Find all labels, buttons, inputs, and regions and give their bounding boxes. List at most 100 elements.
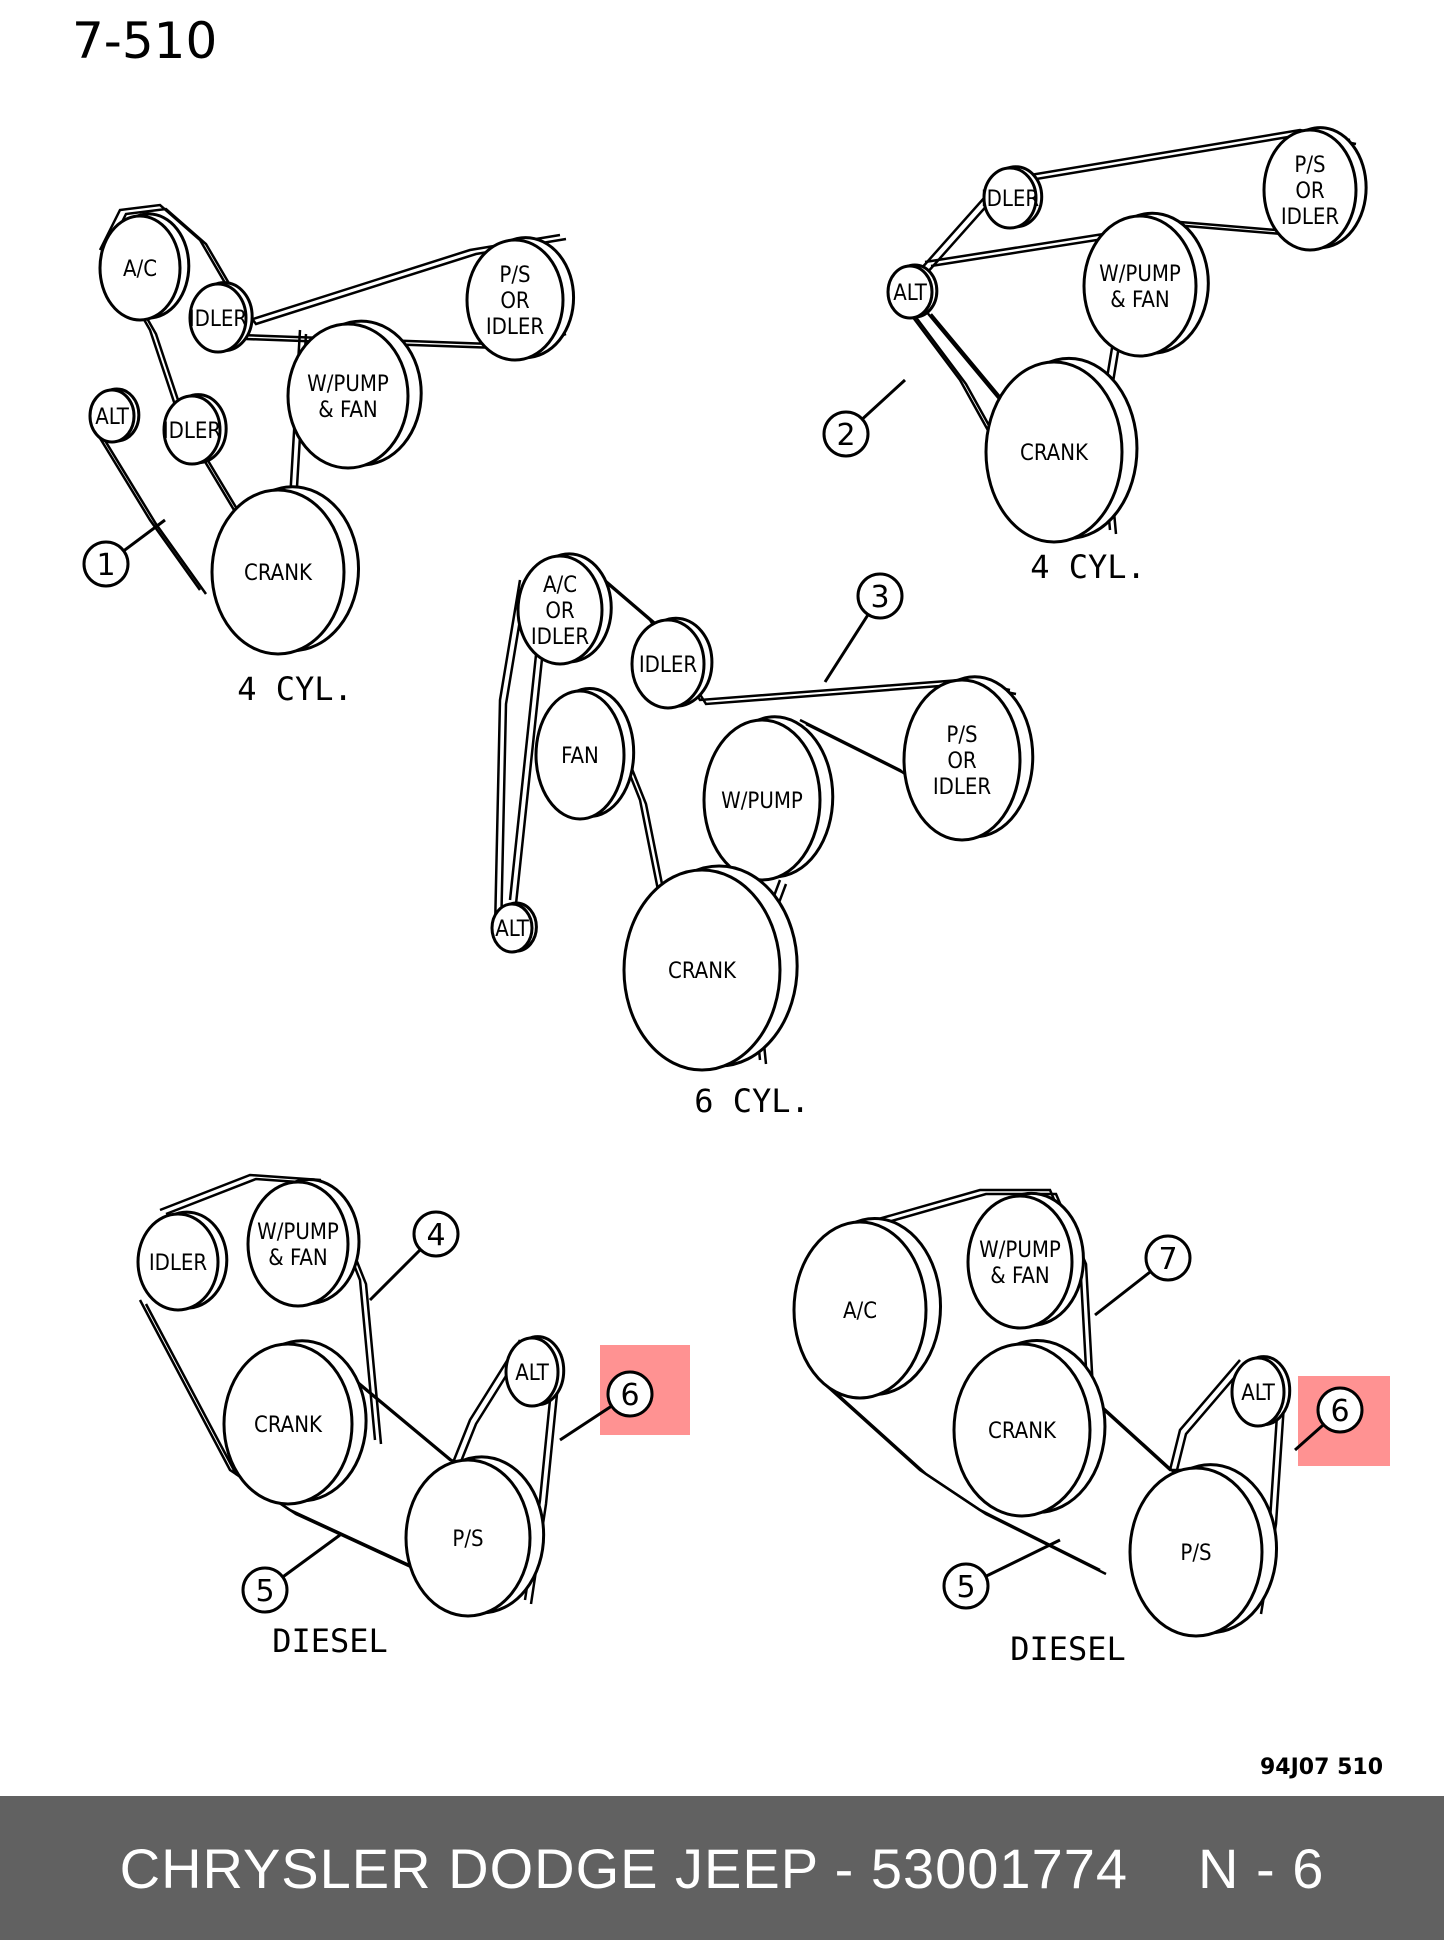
pulley-face <box>1230 1356 1286 1428</box>
belt-strand <box>845 1192 1098 1445</box>
pulley-face <box>88 388 136 444</box>
callout-circle <box>606 1370 654 1418</box>
footer-part-text: CHRYSLER DODGE JEEP - 53001774 <box>119 1836 1129 1900</box>
callout-number: 3 <box>870 580 889 615</box>
callout-circle <box>822 410 870 458</box>
pulley: CRANK <box>210 485 361 656</box>
pulley: W/PUMP& FAN <box>1082 211 1210 358</box>
pulley: A/C <box>792 1216 943 1400</box>
belt-strand <box>493 579 522 931</box>
pulley-label: ALT <box>1241 1381 1276 1406</box>
pulley-label: P/S <box>452 1527 483 1552</box>
belt-strand <box>1174 1363 1247 1475</box>
pulley-face <box>136 1212 220 1312</box>
pulley-label: IDLER <box>163 419 222 444</box>
pulley-label: IDLER <box>149 1251 208 1276</box>
diagram-caption: DIESEL <box>1010 1630 1126 1668</box>
pulley: W/PUMP& FAN <box>966 1191 1085 1330</box>
pulley-label: CRANK <box>988 1419 1057 1444</box>
callout-circle <box>1316 1386 1364 1434</box>
diagram-caption: 4 CYL. <box>1030 548 1146 586</box>
pulley-label: & FAN <box>1110 288 1169 313</box>
pulley-label: A/C <box>543 573 577 598</box>
pulley-label: CRANK <box>254 1413 323 1438</box>
diagram-caption: 4 CYL. <box>237 670 353 708</box>
pulley-label: P/S <box>499 263 530 288</box>
pulley-face <box>1082 214 1198 358</box>
belt-strand <box>448 1339 522 1471</box>
pulley-face <box>702 718 822 882</box>
pulley: IDLER <box>188 281 254 354</box>
pulley-face <box>622 868 782 1072</box>
pulley-label: CRANK <box>1020 441 1089 466</box>
pulley-label: W/PUMP <box>1099 262 1181 287</box>
pulley-label: IDLER <box>933 775 992 800</box>
pulley-face <box>886 264 934 320</box>
pulley-label: OR <box>500 289 530 314</box>
belt-strand <box>98 203 561 322</box>
pulley-label: P/S <box>1294 153 1325 178</box>
pulley-label: W/PUMP <box>979 1238 1061 1263</box>
belt-strand <box>825 1383 1107 1576</box>
pulley-face <box>1128 1466 1264 1638</box>
pulley-label: FAN <box>561 744 599 769</box>
pulley-label: CRANK <box>244 561 313 586</box>
pulley: P/S <box>404 1455 546 1618</box>
belt-strand <box>1168 1359 1241 1471</box>
diagram-caption: 6 CYL. <box>694 1082 810 1120</box>
pulley-label: W/PUMP <box>721 789 803 814</box>
pulley-label: IDLER <box>189 307 248 332</box>
diagram-caption: DIESEL <box>272 1622 388 1660</box>
pulley-face <box>516 554 604 666</box>
pulley-label: & FAN <box>318 398 377 423</box>
pulley: CRANK <box>622 864 799 1072</box>
pulley: W/PUMP& FAN <box>246 1178 361 1308</box>
footer-position-text: N - 6 <box>1198 1836 1325 1900</box>
pulley-label: ALT <box>95 405 130 430</box>
callout-number: 1 <box>96 548 115 583</box>
pulley: A/C <box>98 212 191 322</box>
pulley-face <box>902 678 1022 842</box>
callout-circle <box>412 1210 460 1258</box>
pulley: IDLER <box>630 616 714 710</box>
pulley-face <box>188 282 248 354</box>
belt-strand <box>839 1188 1092 1441</box>
pulley-face <box>404 1458 532 1618</box>
pulley-label: IDLER <box>1281 205 1340 230</box>
pulley-label: OR <box>545 599 575 624</box>
pulley-face <box>792 1220 928 1400</box>
pulley-label: ALT <box>515 1361 550 1386</box>
pulley: CRANK <box>984 356 1139 544</box>
pulley-face <box>984 360 1124 544</box>
belt-strand <box>104 207 567 326</box>
pulley-label: A/C <box>123 257 157 282</box>
pulley-label: OR <box>1295 179 1325 204</box>
pulley-label: W/PUMP <box>307 372 389 397</box>
pulley-face <box>490 902 534 954</box>
pulley-face <box>465 238 565 362</box>
callout-circle <box>856 572 904 620</box>
pulley: ALT <box>490 901 538 954</box>
pulley-face <box>246 1180 350 1308</box>
callout-number: 6 <box>620 1378 639 1413</box>
callout-number: 7 <box>1158 1242 1177 1277</box>
pulley-face <box>98 214 182 322</box>
pulley-face <box>534 689 626 821</box>
callout-circle <box>942 1562 990 1610</box>
callout-circle <box>241 1566 289 1614</box>
callout-number: 6 <box>1330 1394 1349 1429</box>
callout-circle <box>82 540 130 588</box>
callout-number: 2 <box>836 418 855 453</box>
page-number: 7-510 <box>72 12 217 70</box>
pulley-label: IDLER <box>531 625 590 650</box>
pulley-face <box>966 1194 1074 1330</box>
pulley-label: & FAN <box>990 1264 1049 1289</box>
